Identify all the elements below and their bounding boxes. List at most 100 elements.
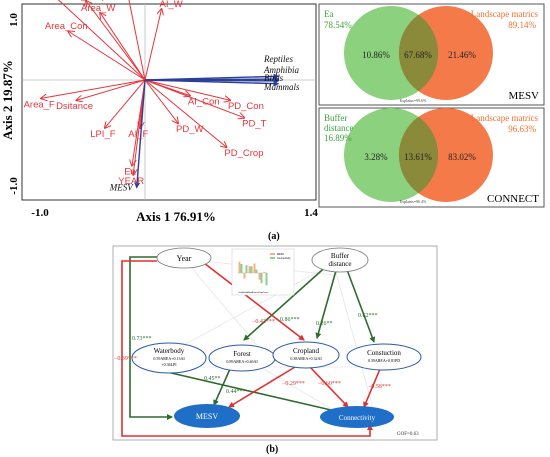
rda-arrow-LPI_F xyxy=(105,79,146,128)
rda-arrow-PD_Crop xyxy=(144,79,226,147)
sem-node-waterbody-eq2: +0.36LPI xyxy=(161,362,177,367)
sem-node-forest-label: Forest xyxy=(233,350,251,358)
inset-legend-conn-swatch xyxy=(270,257,275,259)
caption-b: (b) xyxy=(266,444,279,455)
rda-label-Dsitance: Dsitance xyxy=(56,101,93,112)
inset-tick-Const: Const xyxy=(263,291,269,294)
venn-bottom-explains: Explains=96.4% xyxy=(400,199,427,204)
rda-label-PD_T: PD_T xyxy=(242,119,266,130)
inset-tick-Year: Year xyxy=(238,291,243,294)
coef-buffer-forest: 0.86*** xyxy=(280,317,300,323)
y-axis-label: Axis 2 19.87% xyxy=(0,60,15,140)
rda-label-MESV: MESV xyxy=(109,183,134,193)
sem-node-forest-eq: 0.89AREA+0.46AI xyxy=(226,359,258,364)
sem-positive-paths xyxy=(129,256,376,420)
coef-cropland-mesv: −0.29*** xyxy=(282,381,305,387)
rda-label-PD_Crop: PD_Crop xyxy=(224,148,263,159)
rda-label-YEAR: YEAR xyxy=(118,176,144,187)
venn-top-left-only: 10.86% xyxy=(362,50,390,60)
y-tick-bottom: -1.0 xyxy=(8,177,20,195)
sem-node-mesv xyxy=(174,404,240,428)
rda-arrow-PD_Con xyxy=(144,79,230,100)
sem-node-construction xyxy=(346,343,422,371)
sem-node-construction-eq: 0.39AREA+0.81PD xyxy=(368,358,400,363)
sem-node-forest xyxy=(208,344,276,372)
rda-arrow-Dsitance xyxy=(77,79,146,100)
inset-bar-MESV-Water xyxy=(248,266,251,273)
inset-bar-MESV-Forest xyxy=(253,263,256,273)
rda-arrow-Area_Crop xyxy=(86,1,146,81)
sem-node-buffer-label-1: Buffer xyxy=(331,252,350,260)
rda-label-Ea: Ea xyxy=(124,167,136,178)
coef-year-waterbody: 0.73*** xyxy=(132,336,152,342)
sem-node-construction-label: Constuction xyxy=(367,349,401,357)
venn-top-right-pct: 89.14% xyxy=(508,20,536,30)
venn-bottom-overlap-value: 13.61% xyxy=(404,152,432,162)
rda-arrow-AI_Crop xyxy=(57,0,146,81)
inset-bar-MESV-Crop xyxy=(258,273,261,280)
sem-gof: GOF=0.63 xyxy=(397,432,419,437)
venn-bottom-right-pct: 96.63% xyxy=(508,124,536,134)
inset-bar-Connectivity-Buffer xyxy=(245,265,248,273)
rda-label-AI_Con: AI_Con xyxy=(188,97,220,108)
inset-legend-conn-label: Connectivity xyxy=(277,257,291,260)
sem-node-waterbody-eq1: 0.59AREA+0.13AI xyxy=(153,356,185,361)
rda-biplot-panel: AI_CropArea_CropLPI_WArea_WAI_WArea_ConA… xyxy=(0,0,320,225)
rda-label-LPI_F: LPI_F xyxy=(90,129,116,140)
inset-tick-Buffer: Buffer xyxy=(243,291,249,294)
x-tick-left: -1.0 xyxy=(31,207,49,219)
inset-legend-mesv-label: MESV xyxy=(277,253,284,256)
rda-label-Area_F: Area_F xyxy=(24,99,55,110)
inset-bar-Connectivity-Const xyxy=(265,273,268,286)
inset-bar-MESV-Buffer xyxy=(243,273,246,279)
venn-top-right-only: 21.46% xyxy=(448,50,476,60)
y-tick-top: 1.0 xyxy=(8,13,20,27)
sem-node-year-label: Year xyxy=(177,254,192,263)
venn-bottom-left-pct: 16.89% xyxy=(324,133,352,143)
rda-label-Birds: Birds xyxy=(264,73,284,83)
rda-arrow-LPI_W xyxy=(128,0,146,81)
x-tick-right: 1.4 xyxy=(304,207,318,219)
rda-label-Mammals: Mammals xyxy=(263,82,300,92)
venn-top-right-name: Landscape matrics xyxy=(471,9,539,19)
rda-label-Area_Crop: Area_Crop xyxy=(61,0,107,2)
rda-label-Area_W: Area_W xyxy=(81,3,115,14)
rda-label-AI_F: AI_F xyxy=(128,129,148,140)
sem-negative-paths xyxy=(121,260,381,437)
rda-arrow-MESV xyxy=(134,79,146,189)
rda-label-AI_W: AI_W xyxy=(160,0,183,10)
rda-label-PD_W: PD_W xyxy=(176,124,203,135)
rda-arrow-Area_F xyxy=(41,79,146,98)
rda-label-Reptiles: Reptiles xyxy=(263,54,293,64)
inset-bar-Connectivity-Year xyxy=(240,264,243,273)
rda-arrows xyxy=(41,0,280,189)
venn-top-explains: Explains=99.6% xyxy=(400,98,427,103)
coef-cropland-connect: −0.60*** xyxy=(318,381,341,387)
rda-arrow-Mammals xyxy=(144,79,280,87)
rda-label-Area_Con: Area_Con xyxy=(45,21,88,32)
rda-arrow-PD_W xyxy=(144,79,178,123)
inset-bar-Connectivity-Water xyxy=(250,266,253,273)
inset-tick-Water: Water xyxy=(248,291,254,294)
inset-tick-Forest: Forest xyxy=(252,291,259,294)
inset-legend-mesv-swatch xyxy=(270,253,275,255)
venn-top-overlap xyxy=(398,14,439,92)
rda-label-PD_Con: PD_Con xyxy=(228,101,264,112)
coef-construction-connect: −0.58*** xyxy=(368,384,391,390)
sem-node-cropland-eq: 0.38AREA+0.32AI xyxy=(290,356,322,361)
rda-arrow-Area_Con xyxy=(68,31,146,81)
sem-node-buffer xyxy=(311,247,369,273)
sem-panel: Year Buffer distance Waterbody 0.59AREA+… xyxy=(112,245,438,441)
rda-arrow-PD_T xyxy=(144,79,244,118)
sem-node-waterbody-label: Waterbody xyxy=(154,347,185,355)
coef-forest-mesv: 0.44*** xyxy=(226,389,246,395)
caption-a: (a) xyxy=(268,231,280,242)
venn-bottom-right-only: 83.02% xyxy=(448,152,476,162)
coef-year-connect: −0.39*** xyxy=(114,356,137,362)
venn-bottom-left-name-2: distance xyxy=(324,123,354,133)
rda-label-Amphibia: Amphibia xyxy=(263,65,299,75)
rda-labels: AI_CropArea_CropLPI_WArea_WAI_WArea_ConA… xyxy=(24,0,300,193)
sem-node-buffer-label-2: distance xyxy=(329,260,352,268)
